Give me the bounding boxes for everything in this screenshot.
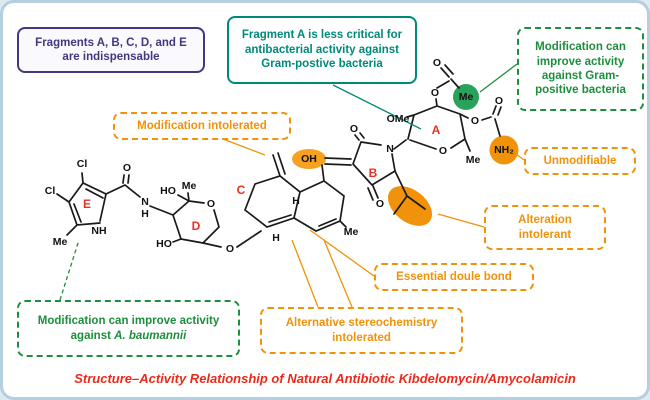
callout-fragment-a-less-critical: Fragment A is less critical for antibact… <box>227 16 417 84</box>
atom-label-O: O <box>122 162 132 174</box>
callout-fragments-indispensable: Fragments A, B, C, D, and E are indispen… <box>17 27 205 73</box>
atom-label-O: O <box>375 198 385 210</box>
atom-label-NH: NH <box>91 225 107 237</box>
ring-label-C: C <box>236 183 246 197</box>
callout-alternative-stereochemistry: Alternative stereochemistry intolerated <box>260 307 463 354</box>
atom-label-Cl: Cl <box>44 185 56 197</box>
atom-label-O: O <box>430 87 440 99</box>
atom-label-H: H <box>272 232 280 244</box>
atom-label-O: O <box>206 198 216 210</box>
atom-label-O: O <box>349 123 359 135</box>
atom-label-OH: OH <box>301 153 317 165</box>
figure-title: Structure–Activity Relationship of Natur… <box>74 371 576 386</box>
atom-label-Me: Me <box>181 180 197 192</box>
ring-label-E: E <box>82 197 92 211</box>
acetate-methyl-highlight <box>453 84 479 110</box>
atom-label-Me: Me <box>52 236 68 248</box>
atom-label-Me: Me <box>465 154 481 166</box>
atom-label-Me: Me <box>343 226 359 238</box>
callout-alteration-intolerant: Alteration intolerant <box>484 205 606 250</box>
isopropyl-highlight <box>387 186 433 226</box>
ring-label-B: B <box>368 166 378 180</box>
atom-label-O: O <box>438 145 448 157</box>
species-name: A. baumannii <box>114 329 187 342</box>
ring-label-D: D <box>191 219 201 233</box>
atom-label-N: N <box>141 196 149 208</box>
callout-gram-positive-improve: Modification can improve activity agains… <box>517 27 644 111</box>
atom-label-HO: HO <box>160 185 176 197</box>
atom-label-O: O <box>432 57 442 69</box>
carbamate-nh2-highlight <box>489 135 519 165</box>
atom-label-O: O <box>470 115 480 127</box>
atom-label-Cl: Cl <box>76 158 88 170</box>
enol-oh-highlight <box>292 149 326 169</box>
callout-modification-intolerated: Modification intolerated <box>113 112 291 140</box>
atom-label-O: O <box>225 243 235 255</box>
atom-label-N: N <box>386 143 394 155</box>
ring-label-A: A <box>431 123 441 137</box>
callout-essential-double-bond: Essential doule bond <box>374 263 534 291</box>
atom-label-HO: HO <box>156 238 172 250</box>
baumannii-text: Modification can improve activity agains… <box>37 315 220 342</box>
callout-baumannii-improve: Modification can improve activity agains… <box>17 300 240 357</box>
callout-unmodifiable: Unmodifiable <box>524 147 636 175</box>
atom-label-Me: Me <box>458 91 474 103</box>
atom-label-H: H <box>141 208 149 220</box>
bond-lines <box>56 64 502 248</box>
atom-label-NH₂: NH₂ <box>494 144 514 156</box>
atom-label-OMe: OMe <box>386 113 410 125</box>
atom-label-O: O <box>494 95 504 107</box>
atom-label-H: H <box>292 195 300 207</box>
